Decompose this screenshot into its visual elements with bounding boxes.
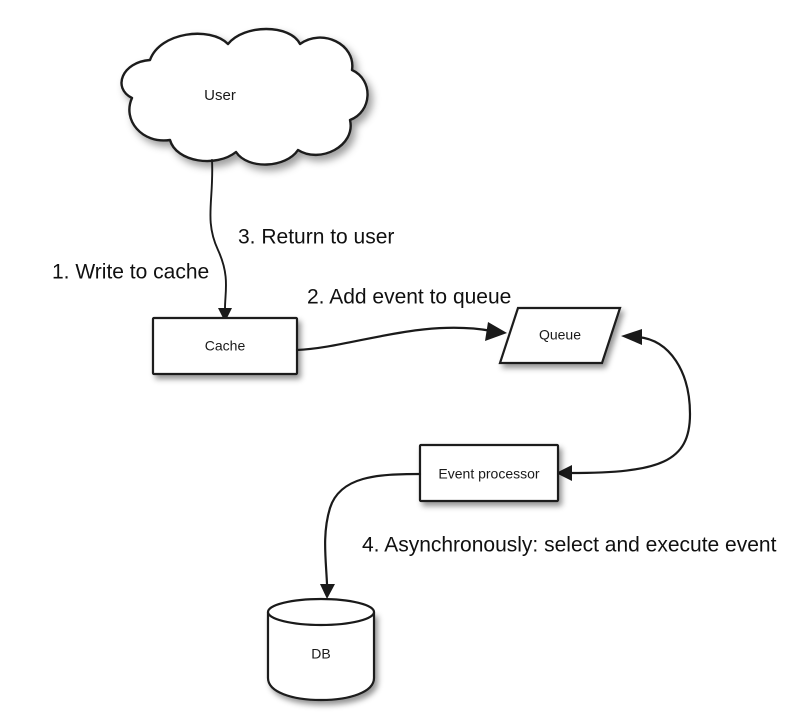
edge-user-to-cache [209, 159, 232, 322]
edge-processor-to-queue [568, 329, 692, 475]
node-db[interactable]: DB [266, 597, 376, 702]
edge-cache-to-queue [295, 322, 507, 352]
node-event-processor[interactable]: Event processor [418, 443, 560, 503]
step-label-1: 1. Write to cache [52, 261, 209, 284]
arrowhead-cache-to-queue [485, 322, 507, 341]
arrowhead-processor-to-db [320, 584, 335, 599]
node-label-event-processor: Event processor [438, 466, 539, 482]
arrowhead-queue-to-processor [556, 465, 572, 481]
arrowhead-processor-to-queue [621, 329, 642, 345]
edge-queue-to-processor [556, 465, 572, 481]
edge-processor-to-db [320, 472, 422, 599]
node-label-db: DB [311, 646, 330, 662]
node-label-user: User [204, 87, 236, 104]
arrowhead-user-to-cache [218, 308, 232, 322]
step-label-2: 2. Add event to queue [307, 286, 511, 309]
node-label-cache: Cache [205, 338, 246, 354]
node-cache[interactable]: Cache [151, 316, 299, 376]
step-label-3: 3. Return to user [238, 226, 394, 249]
node-user[interactable]: User [120, 27, 369, 166]
step-label-4: 4. Asynchronously: select and execute ev… [362, 534, 777, 557]
node-label-queue: Queue [539, 327, 581, 343]
node-queue[interactable]: Queue [498, 306, 622, 365]
